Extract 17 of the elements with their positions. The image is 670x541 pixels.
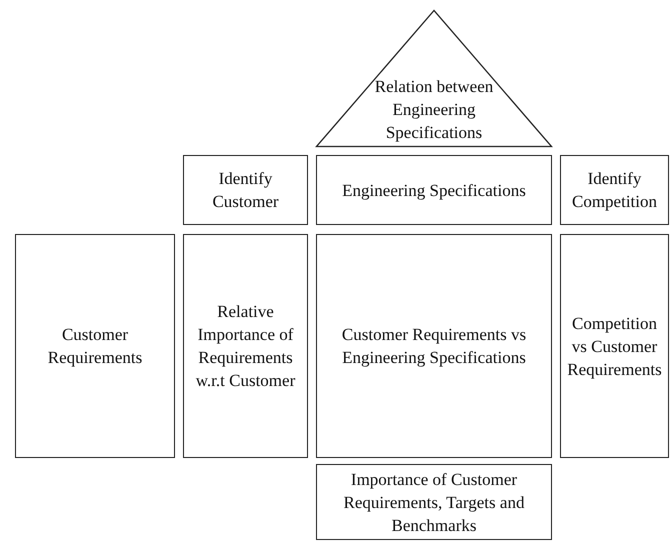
- matrix-room: [15, 234, 175, 458]
- matrix-room: [316, 155, 552, 225]
- room-label: Customer Requirements vs Engineering Specifications: [340, 324, 528, 369]
- room-label: Engineering Specifications: [342, 180, 526, 202]
- room-label: Identify Competition: [571, 168, 658, 213]
- matrix-room: [560, 155, 669, 225]
- room-label: Competition vs Customer Requirements: [566, 312, 663, 380]
- room-label: Identify Customer: [211, 168, 280, 213]
- matrix-room: [183, 155, 308, 225]
- room-label: Customer Requirements: [46, 324, 144, 369]
- matrix-room: [316, 234, 552, 458]
- matrix-room: [560, 234, 669, 458]
- matrix-room: [316, 464, 552, 540]
- room-label: Relation between Engineering Specifications: [374, 76, 494, 144]
- room-label: Importance of Customer Requirements, Targets and Benchmarks: [342, 468, 526, 536]
- room-label: Relative Importance of Requirements w.r.t Customer: [194, 301, 296, 392]
- matrix-room: [183, 234, 308, 458]
